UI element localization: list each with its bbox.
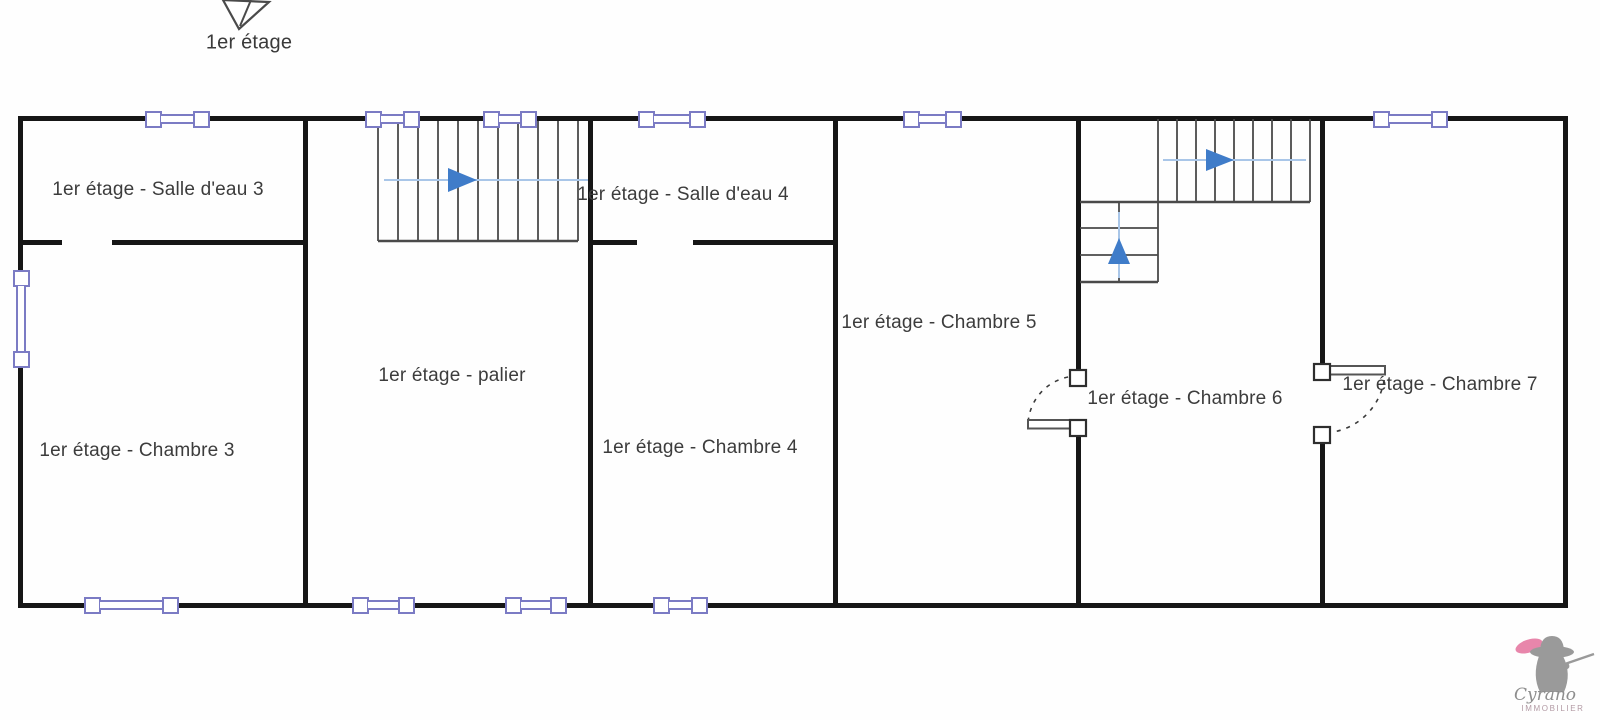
floor-marker-icon <box>221 0 272 31</box>
wall-exterior-bottom <box>18 603 1568 608</box>
door-leaf-chambre5-6 <box>1027 419 1079 430</box>
logo-feather <box>1515 638 1543 654</box>
stair-direction-arrow-lower <box>1108 238 1130 264</box>
room-label-chambre-3: 1er étage - Chambre 3 <box>39 440 235 461</box>
logo-hat-crown <box>1540 636 1564 650</box>
window-symbol-chambre3-bottom <box>84 596 179 614</box>
staircase-upper-run <box>1080 119 1311 204</box>
logo-subtitle: IMMOBILIER <box>1521 704 1584 713</box>
wall-chambre3-palier <box>303 116 308 608</box>
wall-salle-eau4-bottom-right <box>693 240 835 245</box>
wall-chambre5-chambre6-upper <box>1076 116 1081 378</box>
wall-chambre6-chambre7-lower <box>1320 435 1325 608</box>
room-label-salle-eau-3: 1er étage - Salle d'eau 3 <box>52 179 264 200</box>
wall-salle-eau4-bottom-left <box>588 240 637 245</box>
window-symbol-palier-right <box>483 110 537 128</box>
wall-exterior-right <box>1563 116 1568 608</box>
stair-direction-arrow-palier <box>448 168 477 192</box>
room-label-chambre-4: 1er étage - Chambre 4 <box>602 437 798 458</box>
wall-salle-eau3-bottom-right <box>112 240 305 245</box>
cyrano-logo: Cyrano IMMOBILIER <box>1514 636 1595 713</box>
window-symbol-salle-eau4 <box>638 110 706 128</box>
wall-chambre4-chambre5 <box>833 116 838 608</box>
wall-chambre6-chambre7-upper <box>1320 116 1325 372</box>
stair-direction-arrow-upper <box>1206 149 1234 171</box>
window-symbol-palier-bottom-left <box>352 596 415 614</box>
room-label-chambre-5: 1er étage - Chambre 5 <box>841 312 1037 333</box>
window-symbol-chambre5 <box>903 110 962 128</box>
room-label-chambre-7: 1er étage - Chambre 7 <box>1342 374 1538 395</box>
logo-bust <box>1535 656 1568 692</box>
staircase-palier <box>377 121 579 243</box>
wall-exterior-top <box>18 116 1568 121</box>
wall-salle-eau3-bottom-left <box>18 240 62 245</box>
window-symbol-chambre3-left <box>12 270 30 368</box>
logo-hand <box>1562 662 1570 670</box>
door-arc-chambre5-6 <box>1027 375 1079 427</box>
logo-sword <box>1561 652 1595 667</box>
window-symbol-chambre7 <box>1373 110 1448 128</box>
window-symbol-palier-left <box>365 110 420 128</box>
window-symbol-palier-bottom-right <box>505 596 567 614</box>
wall-chambre5-chambre6-lower <box>1076 428 1081 608</box>
room-label-salle-eau-4: 1er étage - Salle d'eau 4 <box>577 184 789 205</box>
window-symbol-chambre4-bottom <box>653 596 708 614</box>
room-label-chambre-6: 1er étage - Chambre 6 <box>1087 388 1283 409</box>
logo-name: Cyrano <box>1514 685 1576 705</box>
page-title: 1er étage <box>205 31 293 54</box>
room-label-palier: 1er étage - palier <box>378 365 526 386</box>
logo-hat-brim <box>1530 646 1574 658</box>
window-symbol-salle-eau3 <box>145 110 210 128</box>
wall-palier-chambre4 <box>588 116 593 608</box>
staircase-lower-run <box>1080 202 1159 284</box>
